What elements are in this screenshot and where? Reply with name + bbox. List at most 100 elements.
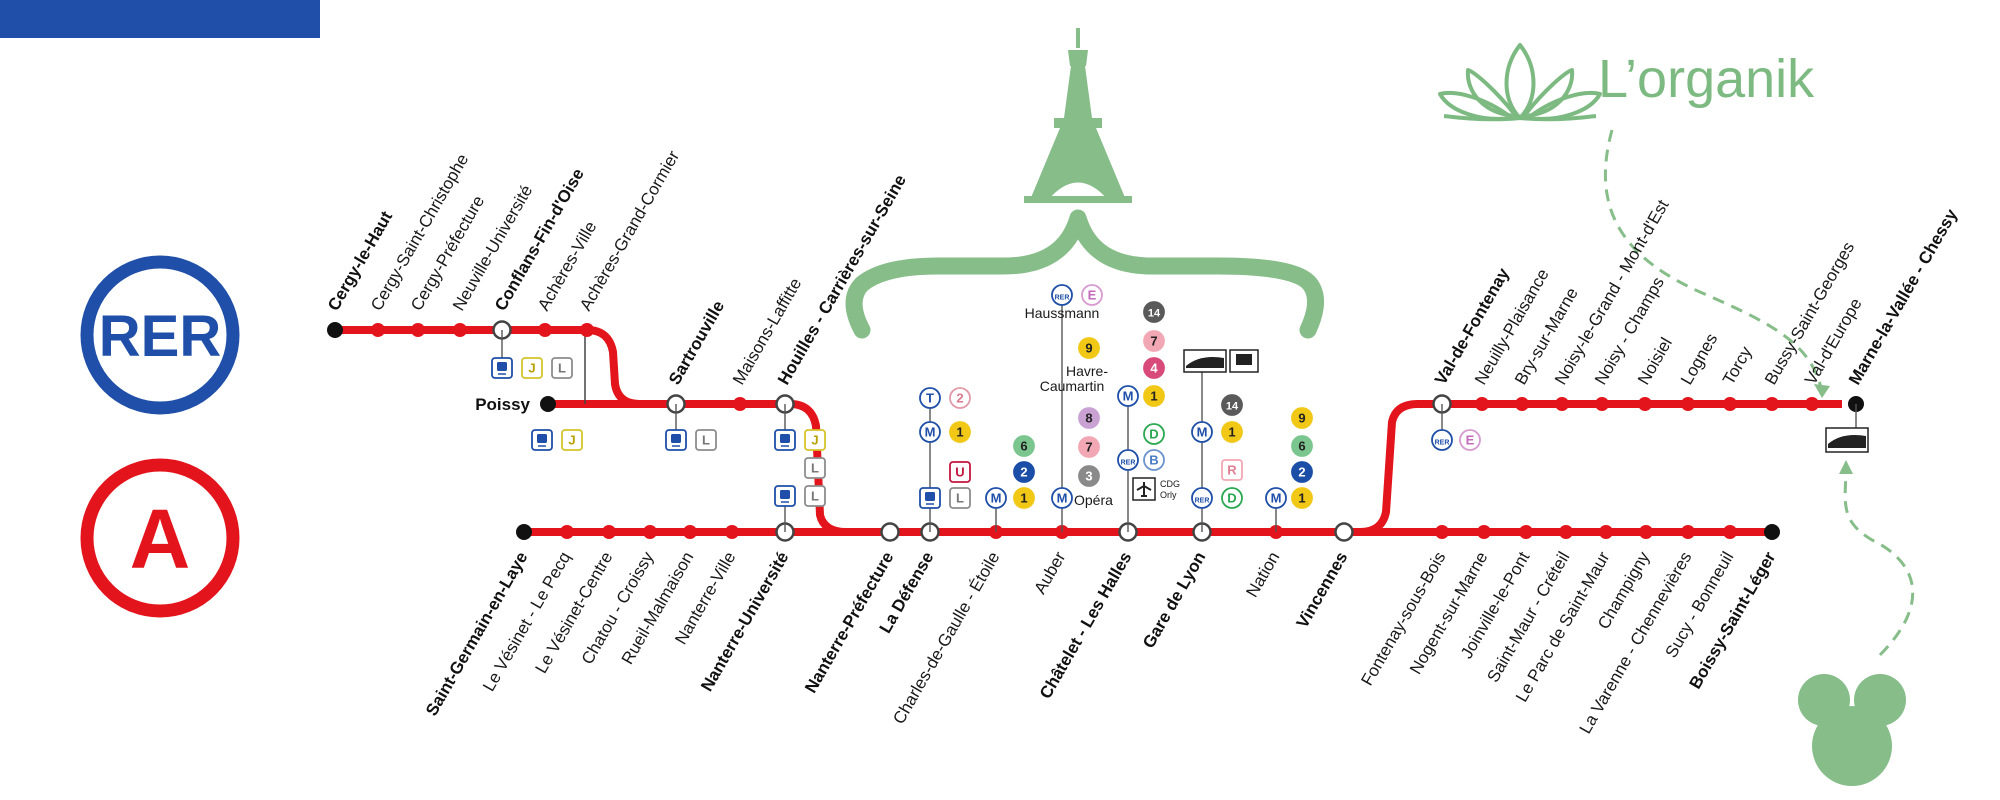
train-body xyxy=(780,490,790,499)
station-dot xyxy=(453,323,467,337)
badge-label: 1 xyxy=(1228,425,1235,440)
correspondence-badge xyxy=(1013,435,1035,457)
badge-label: 2 xyxy=(1298,465,1305,480)
correspondence-badge xyxy=(949,421,971,443)
correspondence-badge xyxy=(1117,385,1139,407)
station-dot xyxy=(1805,397,1819,411)
station-dot xyxy=(1599,525,1613,539)
badge-label: M xyxy=(925,425,936,440)
badge-label: E xyxy=(1088,288,1097,303)
station-dot xyxy=(1595,397,1609,411)
station-label: Cergy-Préfecture xyxy=(407,192,488,314)
badge-label: J xyxy=(528,361,535,376)
station-dot xyxy=(1477,525,1491,539)
station-label: Lognes xyxy=(1677,330,1721,388)
station-dot xyxy=(1723,397,1737,411)
correspondence-badge xyxy=(804,457,826,479)
station-dot xyxy=(1519,525,1533,539)
correspondence-badge xyxy=(1078,407,1100,429)
rer-logo-text: RER xyxy=(99,304,221,369)
correspondence-badge xyxy=(1221,487,1243,509)
badge-label: L xyxy=(702,433,710,448)
lotus-icon xyxy=(1438,43,1602,122)
correspondence-badge xyxy=(1143,423,1165,445)
correspondence-badge xyxy=(919,387,941,409)
station-dot xyxy=(1765,397,1779,411)
station-dot xyxy=(538,323,552,337)
station-dot xyxy=(733,397,747,411)
correspondence-badge xyxy=(985,487,1007,509)
cdg-label: CDG xyxy=(1160,479,1180,489)
train-body xyxy=(537,434,547,443)
station-dot xyxy=(1723,525,1737,539)
station-terminus xyxy=(540,396,556,412)
station-dot xyxy=(643,525,657,539)
correspondence-badge xyxy=(1431,429,1453,451)
correspondence-badge xyxy=(1081,284,1103,306)
train-body xyxy=(497,362,507,371)
correspondence-badge xyxy=(1291,407,1313,429)
station-hub xyxy=(880,522,900,542)
correspondence-badge xyxy=(1291,435,1313,457)
correspondence-badge xyxy=(521,357,543,379)
badge-label: RER xyxy=(1435,440,1450,447)
badge-label: 4 xyxy=(1150,361,1158,376)
orly-label: Orly xyxy=(1160,490,1177,500)
airplane-icon xyxy=(1132,477,1156,501)
badge-label: 9 xyxy=(1085,341,1092,356)
station-dot xyxy=(602,525,616,539)
train-body xyxy=(780,434,790,443)
correspondence-badge xyxy=(949,487,971,509)
tgv-icon xyxy=(1183,349,1227,373)
badge-label: RER xyxy=(1195,498,1210,505)
correspondence-badge xyxy=(1143,357,1165,379)
correspondence-badge xyxy=(1051,487,1073,509)
badge-label: J xyxy=(811,433,818,448)
station-label: Marne-la-Vallée - Chessy xyxy=(1845,205,1961,388)
correspondence-badge xyxy=(1013,461,1035,483)
badge-label: T xyxy=(926,391,934,406)
correspondence-badge xyxy=(1078,337,1100,359)
badge-label: 3 xyxy=(1085,469,1092,484)
station-dot xyxy=(371,323,385,337)
dashed-route-arrows xyxy=(1603,129,1915,657)
header-bar xyxy=(0,0,320,38)
correspondence-badge xyxy=(1143,301,1165,323)
badge-label: L xyxy=(811,461,819,476)
correspondence-badge xyxy=(1013,487,1035,509)
correspondence-badge xyxy=(1117,449,1139,471)
correspondence-badge xyxy=(949,461,971,483)
station-terminus xyxy=(327,322,343,338)
badge-label: 8 xyxy=(1085,411,1092,426)
correspondence-badge xyxy=(1191,421,1213,443)
eiffel-tower-icon xyxy=(1024,28,1132,203)
station-dot xyxy=(725,525,739,539)
station-dot xyxy=(683,525,697,539)
badge-label: L xyxy=(811,489,819,504)
badge-label: M xyxy=(1197,425,1208,440)
havre-label: Havre- xyxy=(1066,363,1108,379)
arrow-head xyxy=(1839,460,1853,474)
correspondence-badge xyxy=(1143,385,1165,407)
badge-label: 2 xyxy=(1020,465,1027,480)
station-label: Sartrouville xyxy=(665,297,728,388)
badge-label: 1 xyxy=(1150,389,1157,404)
station-terminus xyxy=(1764,524,1780,540)
badge-label: E xyxy=(1466,433,1475,448)
badge-label: 14 xyxy=(1148,308,1161,320)
correspondence-badge xyxy=(1143,330,1165,352)
correspondence-badge xyxy=(1221,394,1243,416)
badge-label: 2 xyxy=(956,391,963,406)
tgv-icon xyxy=(1825,427,1869,453)
correspondence-badge xyxy=(561,429,583,451)
badge-label: 7 xyxy=(1085,440,1092,455)
badge-label: D xyxy=(1227,491,1236,506)
correspondence-badge xyxy=(919,421,941,443)
correspondence-badge xyxy=(1221,421,1243,443)
station-dot xyxy=(1638,397,1652,411)
station-dot xyxy=(1475,397,1489,411)
badge-label: R xyxy=(1227,463,1237,478)
badge-label: 9 xyxy=(1298,411,1305,426)
